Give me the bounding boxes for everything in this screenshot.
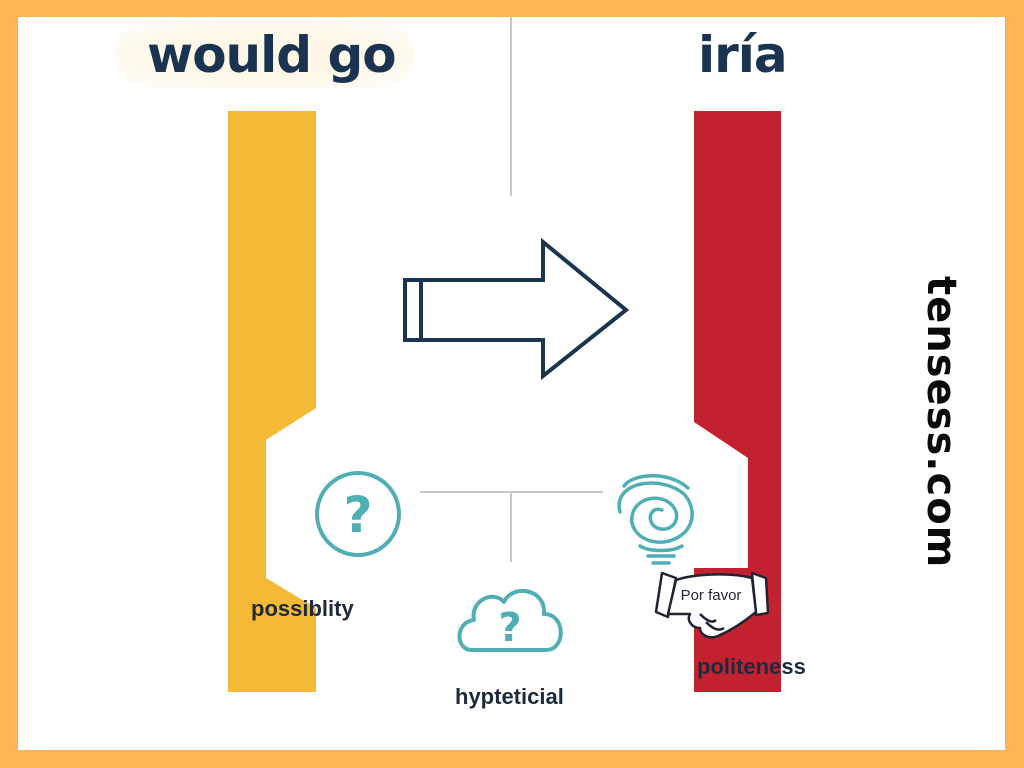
left-yellow-bar	[228, 111, 316, 692]
title-highlight	[115, 22, 415, 88]
cloud-question-icon: ?	[457, 589, 563, 652]
arrow-right-icon	[403, 237, 630, 381]
possibility-label: possiblity	[251, 596, 354, 621]
spiral-bulb-icon	[617, 474, 694, 565]
svg-text:?: ?	[343, 486, 372, 544]
svg-text:?: ?	[498, 605, 521, 651]
handshake-text: Por favor	[681, 587, 742, 604]
right-red-bar	[694, 111, 781, 692]
handshake-icon	[654, 571, 770, 639]
left-title: would go	[147, 26, 397, 84]
right-title: iría	[698, 26, 788, 84]
watermark-text: tensess.com	[918, 276, 964, 569]
question-circle-icon: ?	[315, 471, 401, 557]
hypothetical-label: hypteticial	[455, 684, 564, 709]
politeness-label: politeness	[697, 654, 806, 679]
